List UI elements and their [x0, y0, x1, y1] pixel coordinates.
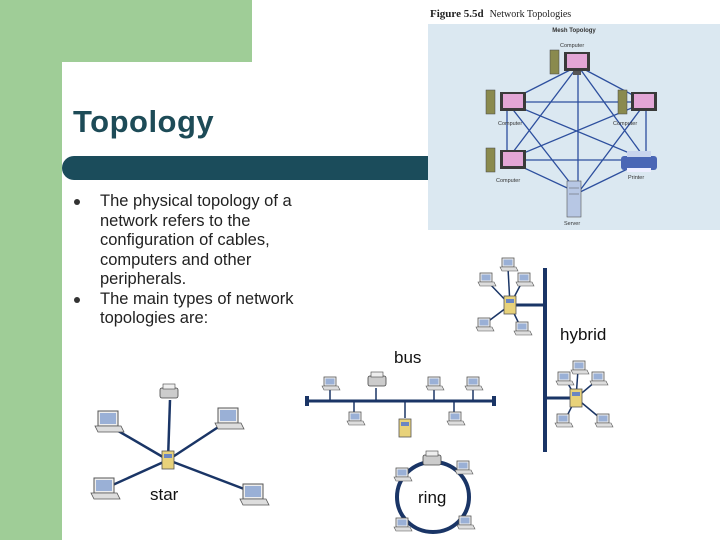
star-topology	[90, 383, 270, 506]
computer-icon	[499, 257, 519, 272]
hybrid-link	[487, 281, 511, 306]
hybrid-star-lower-links	[565, 369, 601, 419]
terminator-icon	[492, 396, 496, 406]
computer-icon	[515, 272, 535, 287]
hybrid-link	[509, 304, 522, 329]
accent-green-sidebar	[0, 0, 62, 540]
hub-icon	[569, 388, 583, 408]
computer-icon	[346, 411, 366, 426]
ring-label: ring	[418, 488, 447, 507]
node-label: Computer	[496, 178, 521, 184]
hybrid-link	[575, 369, 579, 399]
hub-icon	[503, 295, 517, 315]
mesh-links	[506, 65, 647, 194]
node-label: Server	[564, 221, 581, 227]
computer-icon	[475, 317, 495, 332]
figure-number: Figure 5.5d	[430, 8, 484, 20]
bullet-dot-icon	[74, 296, 80, 303]
mesh-link	[577, 65, 647, 161]
computer-icon	[589, 371, 609, 386]
star-link	[105, 458, 169, 490]
computer-icon	[321, 376, 341, 391]
computer-icon	[94, 410, 125, 433]
hybrid-link	[575, 397, 601, 419]
slide-title: Topology	[73, 104, 215, 139]
printer-icon	[621, 151, 657, 172]
bus-topology	[305, 371, 496, 438]
computer-icon	[456, 515, 476, 530]
hybrid-link	[575, 380, 597, 399]
hybrid-link	[565, 379, 577, 399]
computer-icon	[485, 147, 526, 173]
star-link	[166, 399, 172, 461]
bullet-text: The physical topology of a network refer…	[100, 192, 292, 288]
computer-icon	[594, 413, 614, 428]
hybrid-link	[507, 267, 511, 306]
node-label: Computer	[613, 121, 638, 127]
computer-icon	[90, 477, 121, 500]
computer-icon	[513, 321, 533, 336]
mesh-link	[506, 65, 579, 161]
computer-icon	[570, 360, 590, 375]
bullet-item: The physical topology of a network refer…	[74, 192, 334, 290]
computer-icon	[477, 272, 497, 287]
bullet-dot-icon	[74, 199, 80, 205]
bus-label: bus	[394, 348, 422, 367]
figure-caption: Network Topologies	[489, 9, 572, 20]
computer-icon	[555, 371, 575, 386]
computer-icon	[214, 407, 245, 430]
figure-subtitle: Mesh Topology	[552, 28, 596, 34]
hybrid-link	[565, 397, 577, 419]
mesh-link	[506, 101, 579, 194]
star-link	[107, 423, 169, 462]
printer-icon	[422, 450, 442, 466]
computer-icon	[454, 460, 474, 475]
computer-icon	[239, 483, 270, 506]
hybrid-link	[485, 304, 511, 324]
bus-drops	[329, 388, 474, 418]
computer-icon	[425, 376, 445, 391]
node-label: Computer	[498, 121, 523, 127]
hybrid-link	[509, 281, 523, 306]
computer-icon	[464, 376, 484, 391]
computer-icon	[617, 89, 657, 115]
terminator-icon	[305, 396, 309, 406]
computer-icon	[446, 411, 466, 426]
star-links	[105, 399, 253, 494]
mesh-link	[577, 101, 647, 194]
server-icon	[566, 180, 582, 218]
hybrid-star-upper-links	[485, 267, 523, 329]
mesh-topology-figure: Figure 5.5d Network Topologies Mesh Topol…	[428, 8, 720, 230]
bullet-list: The physical topology of a network refer…	[74, 192, 334, 329]
computer-icon	[549, 49, 590, 75]
figure-header: Figure 5.5d Network Topologies	[428, 8, 720, 26]
node-label: Computer	[560, 43, 585, 49]
node-label: Printer	[628, 175, 645, 181]
mesh-topology-diagram	[485, 49, 657, 218]
hybrid-label: hybrid	[560, 325, 607, 344]
hub-icon	[398, 418, 412, 438]
star-label: star	[150, 485, 179, 504]
bullet-text: The main types of network topologies are…	[100, 289, 294, 328]
bullet-item: The main types of network topologies are…	[74, 290, 334, 329]
printer-icon	[159, 383, 179, 399]
title-underline-bar	[62, 156, 430, 180]
computer-icon	[393, 467, 413, 482]
computer-icon	[485, 89, 526, 115]
hybrid-topology	[475, 257, 614, 452]
star-link	[167, 420, 227, 462]
computer-icon	[393, 517, 413, 532]
hub-icon	[161, 450, 175, 470]
printer-icon	[367, 371, 387, 387]
star-link	[167, 458, 253, 494]
computer-icon	[554, 413, 574, 428]
